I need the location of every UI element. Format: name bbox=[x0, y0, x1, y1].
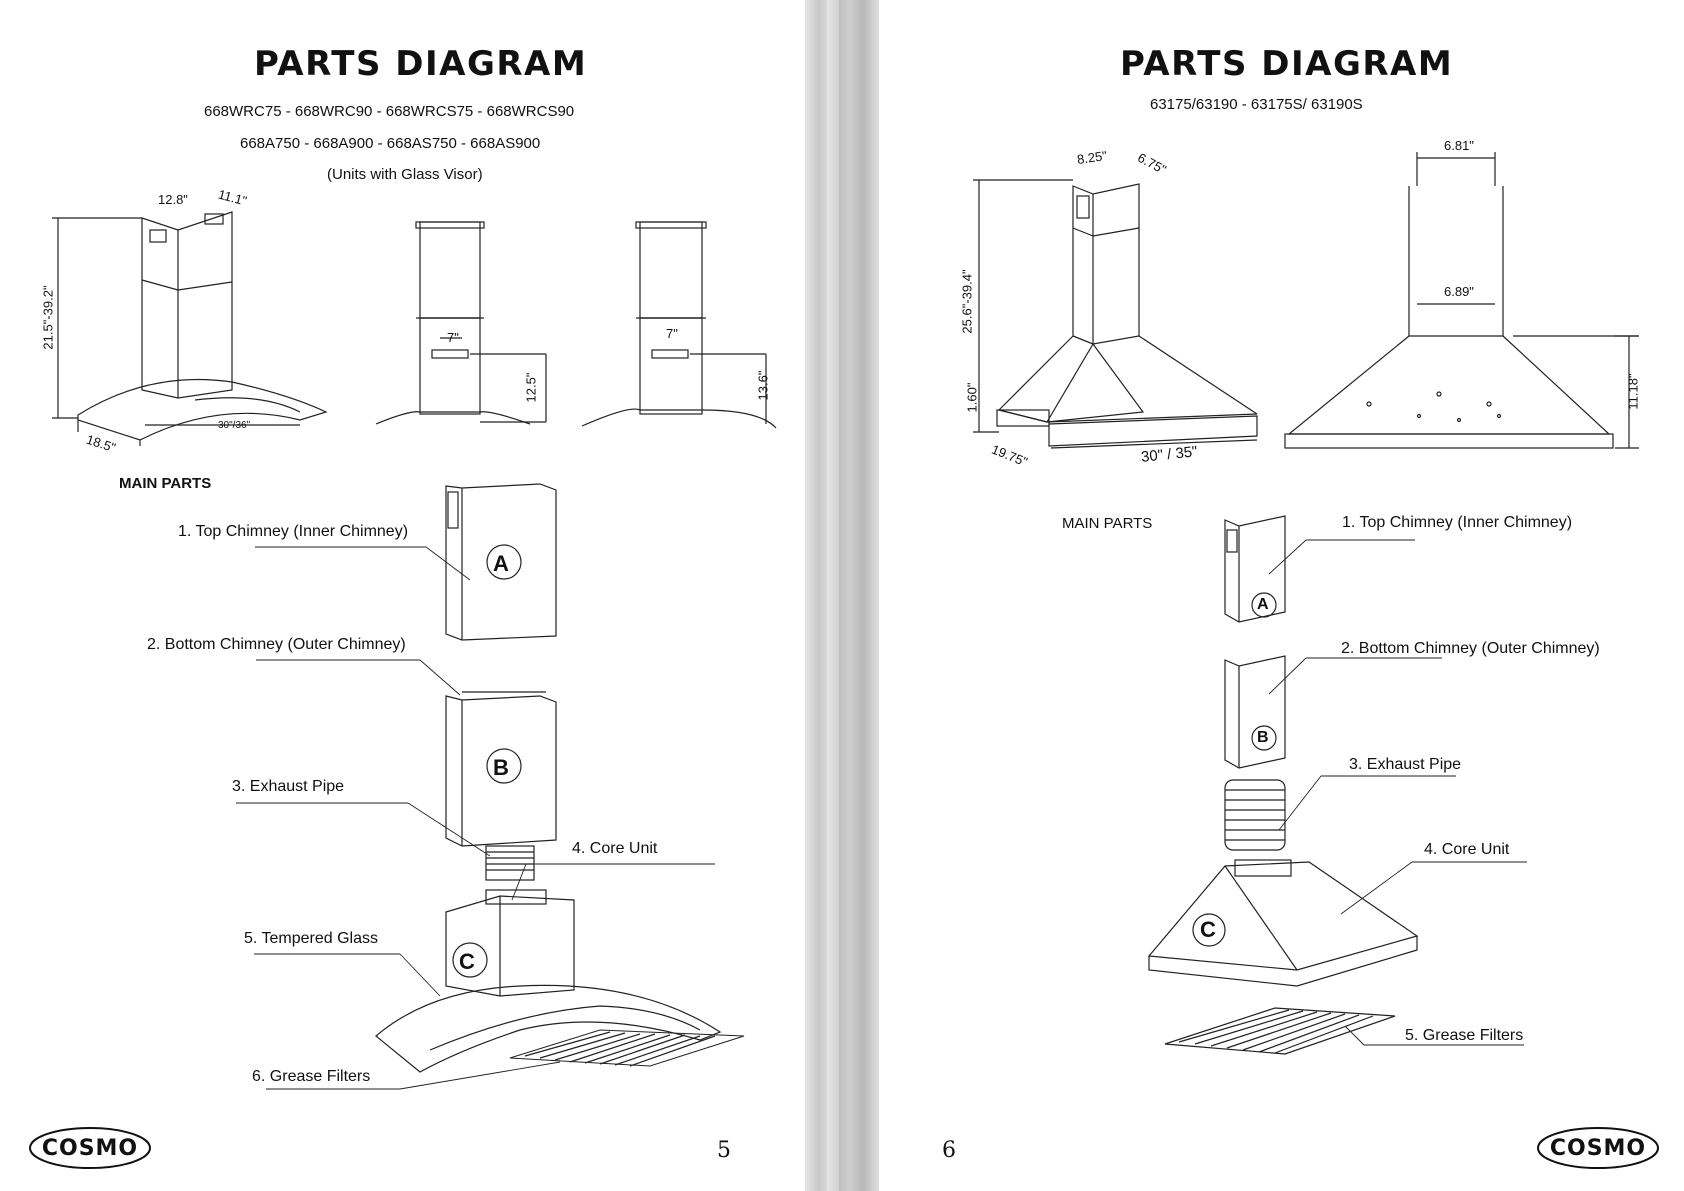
book-spine bbox=[805, 0, 879, 1191]
part-label-1: 1. Top Chimney (Inner Chimney) bbox=[178, 523, 409, 540]
callout-a: A bbox=[1257, 596, 1269, 613]
model-list-line-1: 668WRC75 - 668WRC90 - 668WRCS75 - 668WRC… bbox=[204, 103, 575, 120]
part-label-6: 6. Grease Filters bbox=[252, 1068, 371, 1085]
model-list-line-2: 668A750 - 668A900 - 668AS750 - 668AS900 bbox=[240, 135, 541, 152]
main-parts-heading: MAIN PARTS bbox=[1062, 515, 1153, 532]
page-number: 5 bbox=[717, 1138, 731, 1163]
dim-height-front: 12.5" bbox=[523, 372, 539, 403]
model-list-line-1: 63175/63190 - 63175S/ 63190S bbox=[1150, 96, 1363, 113]
hood-side-view-drawing bbox=[581, 221, 777, 429]
callout-b: B bbox=[493, 755, 509, 780]
dim-hood-width: 30"/36" bbox=[218, 420, 251, 431]
part-label-3: 3. Exhaust Pipe bbox=[1349, 756, 1462, 773]
part-label-1: 1. Top Chimney (Inner Chimney) bbox=[1342, 514, 1573, 531]
exploded-parts-drawing bbox=[375, 483, 745, 1073]
hood-front-view-drawing bbox=[375, 221, 547, 425]
dim-chimney-width: 12.8" bbox=[158, 192, 188, 207]
dim-duct-mid: 6.89" bbox=[1444, 284, 1474, 299]
units-note: (Units with Glass Visor) bbox=[327, 166, 483, 183]
right-page: PARTS DIAGRAM 63175/63190 - 63175S/ 6319… bbox=[879, 0, 1684, 1191]
callout-c: C bbox=[1200, 917, 1216, 942]
part-label-4: 4. Core Unit bbox=[572, 840, 658, 857]
hood-perspective-drawing bbox=[973, 179, 1258, 449]
page-number: 6 bbox=[942, 1138, 956, 1163]
callout-a: A bbox=[493, 551, 509, 576]
main-parts-heading: MAIN PARTS bbox=[119, 475, 212, 492]
part-label-5: 5. Tempered Glass bbox=[244, 930, 378, 947]
part-label-3: 3. Exhaust Pipe bbox=[232, 778, 345, 795]
left-page: PARTS DIAGRAM 668WRC75 - 668WRC90 - 668W… bbox=[0, 0, 805, 1191]
callout-c: C bbox=[459, 949, 475, 974]
dim-duct-top: 6.81" bbox=[1444, 138, 1474, 153]
part-label-4: 4. Core Unit bbox=[1424, 841, 1510, 858]
part-label-2: 2. Bottom Chimney (Outer Chimney) bbox=[1341, 640, 1600, 657]
dim-height-range: 21.5"-39.2" bbox=[40, 285, 56, 350]
leader-lines bbox=[236, 546, 715, 1090]
part-label-5: 5. Grease Filters bbox=[1405, 1027, 1524, 1044]
dim-hood-height: 11.18" bbox=[1625, 373, 1641, 410]
exploded-parts-drawing bbox=[1147, 515, 1419, 1055]
dim-duct-side: 7" bbox=[666, 326, 678, 341]
cosmo-logo: COSMO bbox=[28, 1126, 152, 1170]
part-label-2: 2. Bottom Chimney (Outer Chimney) bbox=[147, 636, 406, 653]
page-title: PARTS DIAGRAM bbox=[254, 44, 588, 84]
dim-height-side: 13.6" bbox=[755, 370, 771, 401]
leader-lines bbox=[1268, 539, 1527, 1046]
hood-front-view-drawing bbox=[1284, 152, 1639, 449]
right-diagram-drawings bbox=[973, 152, 1639, 1055]
callout-b: B bbox=[1257, 729, 1269, 746]
dim-hood-edge: 1.60" bbox=[964, 382, 980, 413]
page-title: PARTS DIAGRAM bbox=[1120, 44, 1454, 84]
dim-height-range: 25.6"-39.4" bbox=[959, 269, 975, 334]
cosmo-logo: COSMO bbox=[1536, 1126, 1660, 1170]
dim-duct-front: 7" bbox=[447, 330, 459, 345]
hood-perspective-drawing bbox=[52, 211, 328, 446]
left-diagram-drawings bbox=[52, 211, 777, 1090]
